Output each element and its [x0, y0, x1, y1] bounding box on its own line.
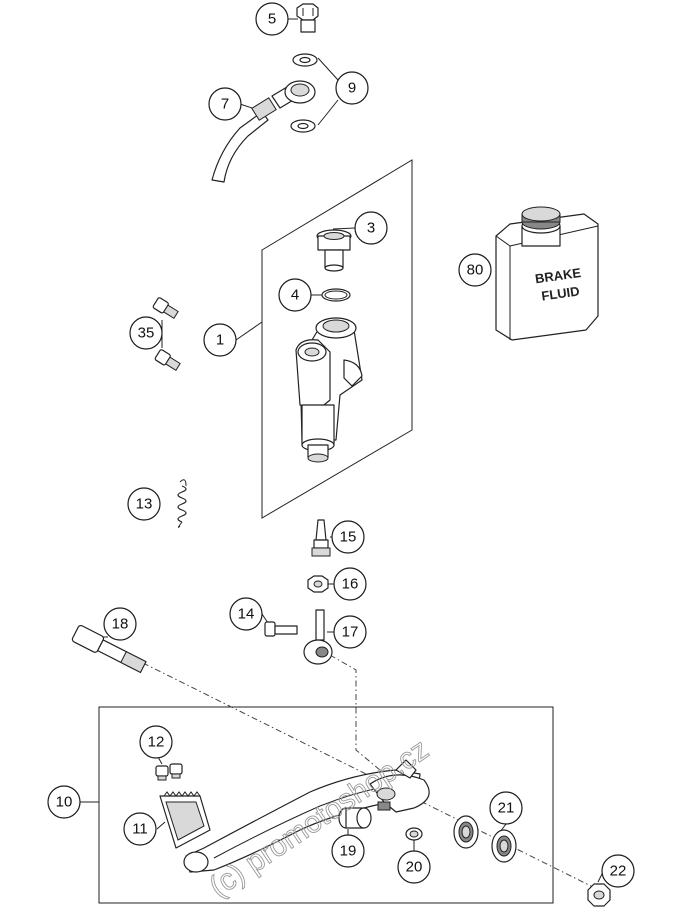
svg-text:14: 14: [238, 606, 255, 623]
svg-text:12: 12: [148, 734, 165, 751]
foot-brake-lever-part: [183, 759, 430, 873]
svg-text:3: 3: [367, 220, 375, 237]
svg-text:20: 20: [406, 859, 423, 876]
svg-text:4: 4: [291, 287, 299, 304]
svg-text:5: 5: [268, 11, 276, 28]
svg-text:7: 7: [221, 96, 229, 113]
svg-text:11: 11: [132, 821, 148, 838]
brake-line-part: [211, 80, 316, 183]
svg-text:22: 22: [610, 863, 627, 880]
pivot-bolt-part: [71, 624, 147, 674]
svg-text:9: 9: [348, 80, 356, 97]
svg-text:35: 35: [138, 325, 155, 342]
lock-nut-part: [587, 883, 611, 907]
bushing-part: [338, 807, 372, 829]
clevis-part: [303, 609, 333, 665]
piston-rod-part: [311, 519, 331, 557]
callout-80: 80: [458, 253, 492, 287]
brake-fluid-can-part: BRAKE FLUID: [495, 206, 599, 341]
svg-text:80: 80: [467, 262, 484, 279]
svg-text:21: 21: [498, 800, 515, 817]
callout-13: 13: [127, 487, 161, 521]
callout-5: 5: [255, 2, 289, 36]
callout-22: 22: [601, 854, 635, 888]
callout-9: 9: [335, 71, 369, 105]
callout-35: 35: [129, 316, 163, 350]
callout-12: 12: [139, 725, 173, 759]
watermark-text: (c) promotoshop.cz: [203, 733, 434, 904]
can-label-line1: BRAKE: [534, 265, 582, 286]
master-cylinder-group-frame: [261, 159, 413, 519]
callout-15: 15: [331, 520, 365, 554]
callout-20: 20: [397, 850, 431, 884]
callout-4: 4: [278, 278, 312, 312]
callout-11: 11: [123, 812, 157, 846]
callout-18: 18: [103, 607, 137, 641]
callout-17: 17: [333, 615, 367, 649]
svg-text:18: 18: [112, 616, 129, 633]
svg-text:17: 17: [342, 624, 359, 641]
master-cylinder-part: [295, 317, 363, 463]
svg-text:1: 1: [216, 332, 224, 349]
callout-16: 16: [333, 567, 367, 601]
svg-text:15: 15: [340, 529, 357, 546]
callout-14: 14: [229, 597, 263, 631]
svg-text:16: 16: [342, 576, 359, 593]
svg-text:10: 10: [56, 794, 73, 811]
can-label-line2: FLUID: [540, 283, 580, 303]
footrest-pad-part: [159, 791, 211, 849]
nut-part: [307, 575, 329, 593]
shoulder-bolt-part: [264, 621, 298, 637]
reservoir-connector-part: [316, 229, 352, 272]
callout-1: 1: [203, 323, 237, 357]
sealing-rings-part: [290, 53, 318, 133]
svg-text:13: 13: [136, 496, 153, 513]
footrest-screws-part: [155, 763, 183, 781]
seal-ring-part: [405, 827, 423, 841]
bearings-part: [453, 815, 517, 863]
svg-text:19: 19: [340, 843, 357, 860]
callout-19: 19: [331, 834, 365, 868]
callout-3: 3: [354, 211, 388, 245]
return-spring-part: [177, 479, 187, 528]
screws-part: [152, 297, 181, 371]
callout-7: 7: [208, 87, 242, 121]
callout-10: 10: [47, 785, 81, 819]
callout-21: 21: [489, 791, 523, 825]
foot-brake-lever-group-frame: [98, 706, 554, 904]
banjo-bolt-part: [296, 3, 319, 33]
o-ring-part: [321, 288, 351, 302]
